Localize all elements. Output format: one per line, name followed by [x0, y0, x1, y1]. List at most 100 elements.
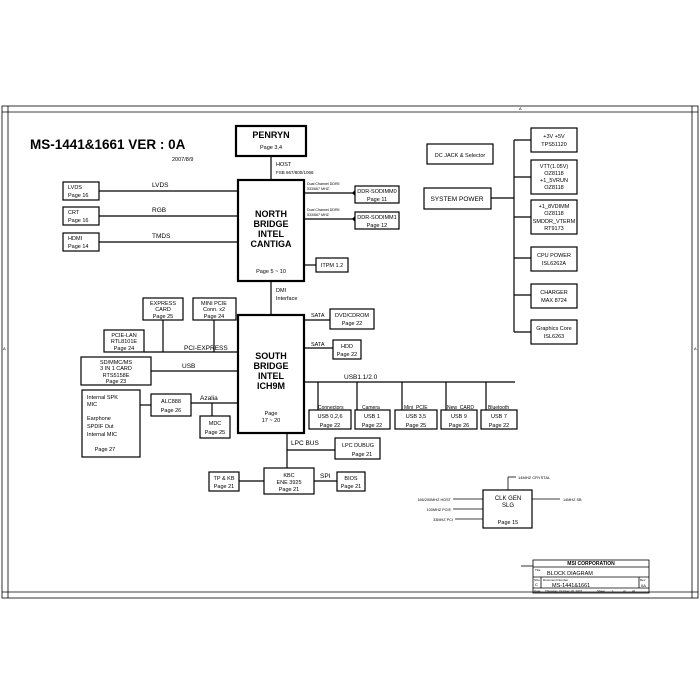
usb-port-4-label: USB 7: [491, 414, 507, 420]
schematic-date: 2007/8/9: [172, 157, 193, 163]
mdc-label: MDC: [209, 421, 222, 427]
south-bridge-line2: BRIDGE: [253, 361, 288, 371]
frame-zone-letter-top: A: [519, 106, 522, 111]
penryn-cpu-box: [234, 124, 308, 158]
sodimm1-box: [354, 211, 400, 230]
lvds-bus-label: LVDS: [152, 182, 169, 189]
usb-port-1-label: USB 1: [364, 414, 380, 420]
ddr1-arrow: [352, 216, 355, 222]
audio-jacks-line1: Internal SPK: [87, 395, 118, 401]
power-box-1-line1: VTT(1.05V): [540, 164, 569, 170]
title-block-rev-label: Rev: [640, 578, 646, 582]
bios-page: Page 21: [341, 484, 362, 490]
sodimm1-page: Page 12: [367, 223, 388, 229]
express-card-page: Page 25: [153, 314, 174, 320]
ddr-note-0-line2: 533/667 MHZ: [307, 187, 330, 191]
power-box-3: [530, 246, 578, 272]
crystal-label: 14MHZ CRYSTAL: [518, 475, 551, 480]
title-block-sheet: 1: [612, 589, 614, 593]
frame-zone-letter-right: A: [694, 346, 697, 351]
dmi-label-2: Interface: [276, 296, 297, 302]
drawing-frame: [1, 105, 699, 599]
bios-label: BIOS: [344, 476, 357, 482]
title-block-docnum: MS-1441&1661: [552, 583, 590, 589]
usb-port-2-page: Page 25: [406, 423, 427, 429]
power-box-4-line2: MAX 8724: [541, 298, 567, 304]
usb-port-3-caption: New_CARD: [447, 405, 474, 411]
title-block-date: Thursday, October 18, 2007: [545, 589, 582, 593]
power-box-2-line1: +1_8VDIMM: [539, 204, 570, 210]
usb-bus-label: USB1.1/2.0: [344, 374, 378, 381]
mini-pcie-line2: Conn. x2: [203, 307, 225, 313]
spi-label: SPI: [320, 473, 331, 480]
power-box-5: [530, 319, 578, 345]
dvd-label: DVD/CDROM: [335, 313, 369, 319]
sodimm0-label: DDR-SODIMM0: [357, 189, 396, 195]
tp-kb-box: [208, 471, 240, 492]
usb-card-label: USB: [182, 363, 195, 370]
fsb-label: FSB 667/800/1066: [276, 170, 314, 175]
usb-port-3-page: Page 26: [449, 423, 470, 429]
mdc-page: Page 25: [205, 430, 226, 436]
azalia-label: Azalia: [200, 395, 218, 402]
north-bridge-line4: CANTIGA: [251, 239, 292, 249]
audio-jacks-box: [81, 389, 141, 458]
card-reader-line2: 3 IN 1 CARD: [100, 366, 132, 372]
alc888-box: [150, 393, 192, 417]
title-block-company: MSI CORPORATION: [567, 561, 615, 567]
dvd-box: [329, 308, 375, 330]
usb-port-1-caption: Camera: [362, 405, 380, 411]
power-box-0-line1: +3V +5V: [543, 134, 565, 140]
title-block-sheet-label: Sheet: [597, 589, 605, 593]
host-label: HOST: [276, 162, 292, 168]
clock-out-sb: 14MHZ SB: [563, 498, 582, 502]
alc888-label: ALC888: [161, 399, 181, 405]
kbc-line1: KBC: [283, 473, 294, 479]
power-box-1: [530, 159, 578, 195]
audio-jacks-line3: Earphone: [87, 416, 111, 422]
usb-port-2-caption: Mini_PCIE: [404, 405, 428, 411]
usb-port-0-box: [308, 409, 352, 430]
title-block-size: C: [535, 582, 538, 587]
schematic-title: MS-1441&1661 VER : 0A: [30, 137, 186, 152]
south-bridge-box: [236, 313, 306, 435]
audio-jacks-line5: Internal MIC: [87, 432, 117, 438]
title-block-rev: 0A: [641, 583, 646, 588]
ddr-note-0-line1: Dual Channel DDRII: [307, 182, 340, 186]
pci-express-label: PCI-EXPRESS: [184, 345, 228, 352]
sodimm0-box: [354, 185, 400, 204]
tmds-bus-label: TMDS: [152, 233, 171, 240]
lpc-debug-page: Page 21: [352, 452, 373, 458]
lpc-debug-label: LPC DUBUG: [342, 443, 374, 449]
title-block-title: BLOCK DIAGRAM: [547, 571, 593, 577]
power-box-1-line3: +1_5VRUN: [540, 178, 568, 184]
frame-zone-letter-left: A: [3, 346, 6, 351]
north-bridge-line1: NORTH: [255, 209, 287, 219]
power-box-2-line4: RT9173: [544, 226, 563, 232]
tp-kb-label: TP & KB: [214, 476, 235, 482]
alc888-page: Page 26: [161, 408, 182, 414]
dc-jack-box: [426, 143, 494, 165]
power-box-4: [530, 283, 578, 309]
tpm-label: ITPM 1.2: [321, 263, 343, 269]
title-block-date-label: Date:: [534, 589, 541, 593]
rgb-bus-label: RGB: [152, 207, 166, 214]
dc-jack-label: DC JACK & Selector: [435, 153, 486, 159]
hdmi-page: Page 14: [68, 244, 89, 250]
usb-port-4-page: Page 22: [489, 423, 510, 429]
usb-port-0-label: USB 0,2,6: [317, 414, 342, 420]
power-box-5-line2: ISL6263: [544, 334, 565, 340]
lpc-debug-box: [334, 437, 381, 460]
pcie-lan-page: Page 24: [114, 346, 135, 352]
north-bridge-line2: BRIDGE: [253, 219, 288, 229]
hdd-page: Page 22: [337, 352, 358, 358]
mdc-box: [199, 415, 231, 439]
usb-port-2-label: USB 3,5: [406, 414, 426, 420]
bios-box: [336, 471, 366, 492]
title-block-docnum-label: Document Number: [543, 578, 568, 582]
title-block: [532, 559, 650, 594]
lvds-page: Page 16: [68, 193, 89, 199]
south-bridge-line3: INTEL: [258, 371, 285, 381]
north-bridge-page: Page 5 ~ 10: [256, 269, 286, 275]
express-card-line2: CARD: [155, 307, 171, 313]
